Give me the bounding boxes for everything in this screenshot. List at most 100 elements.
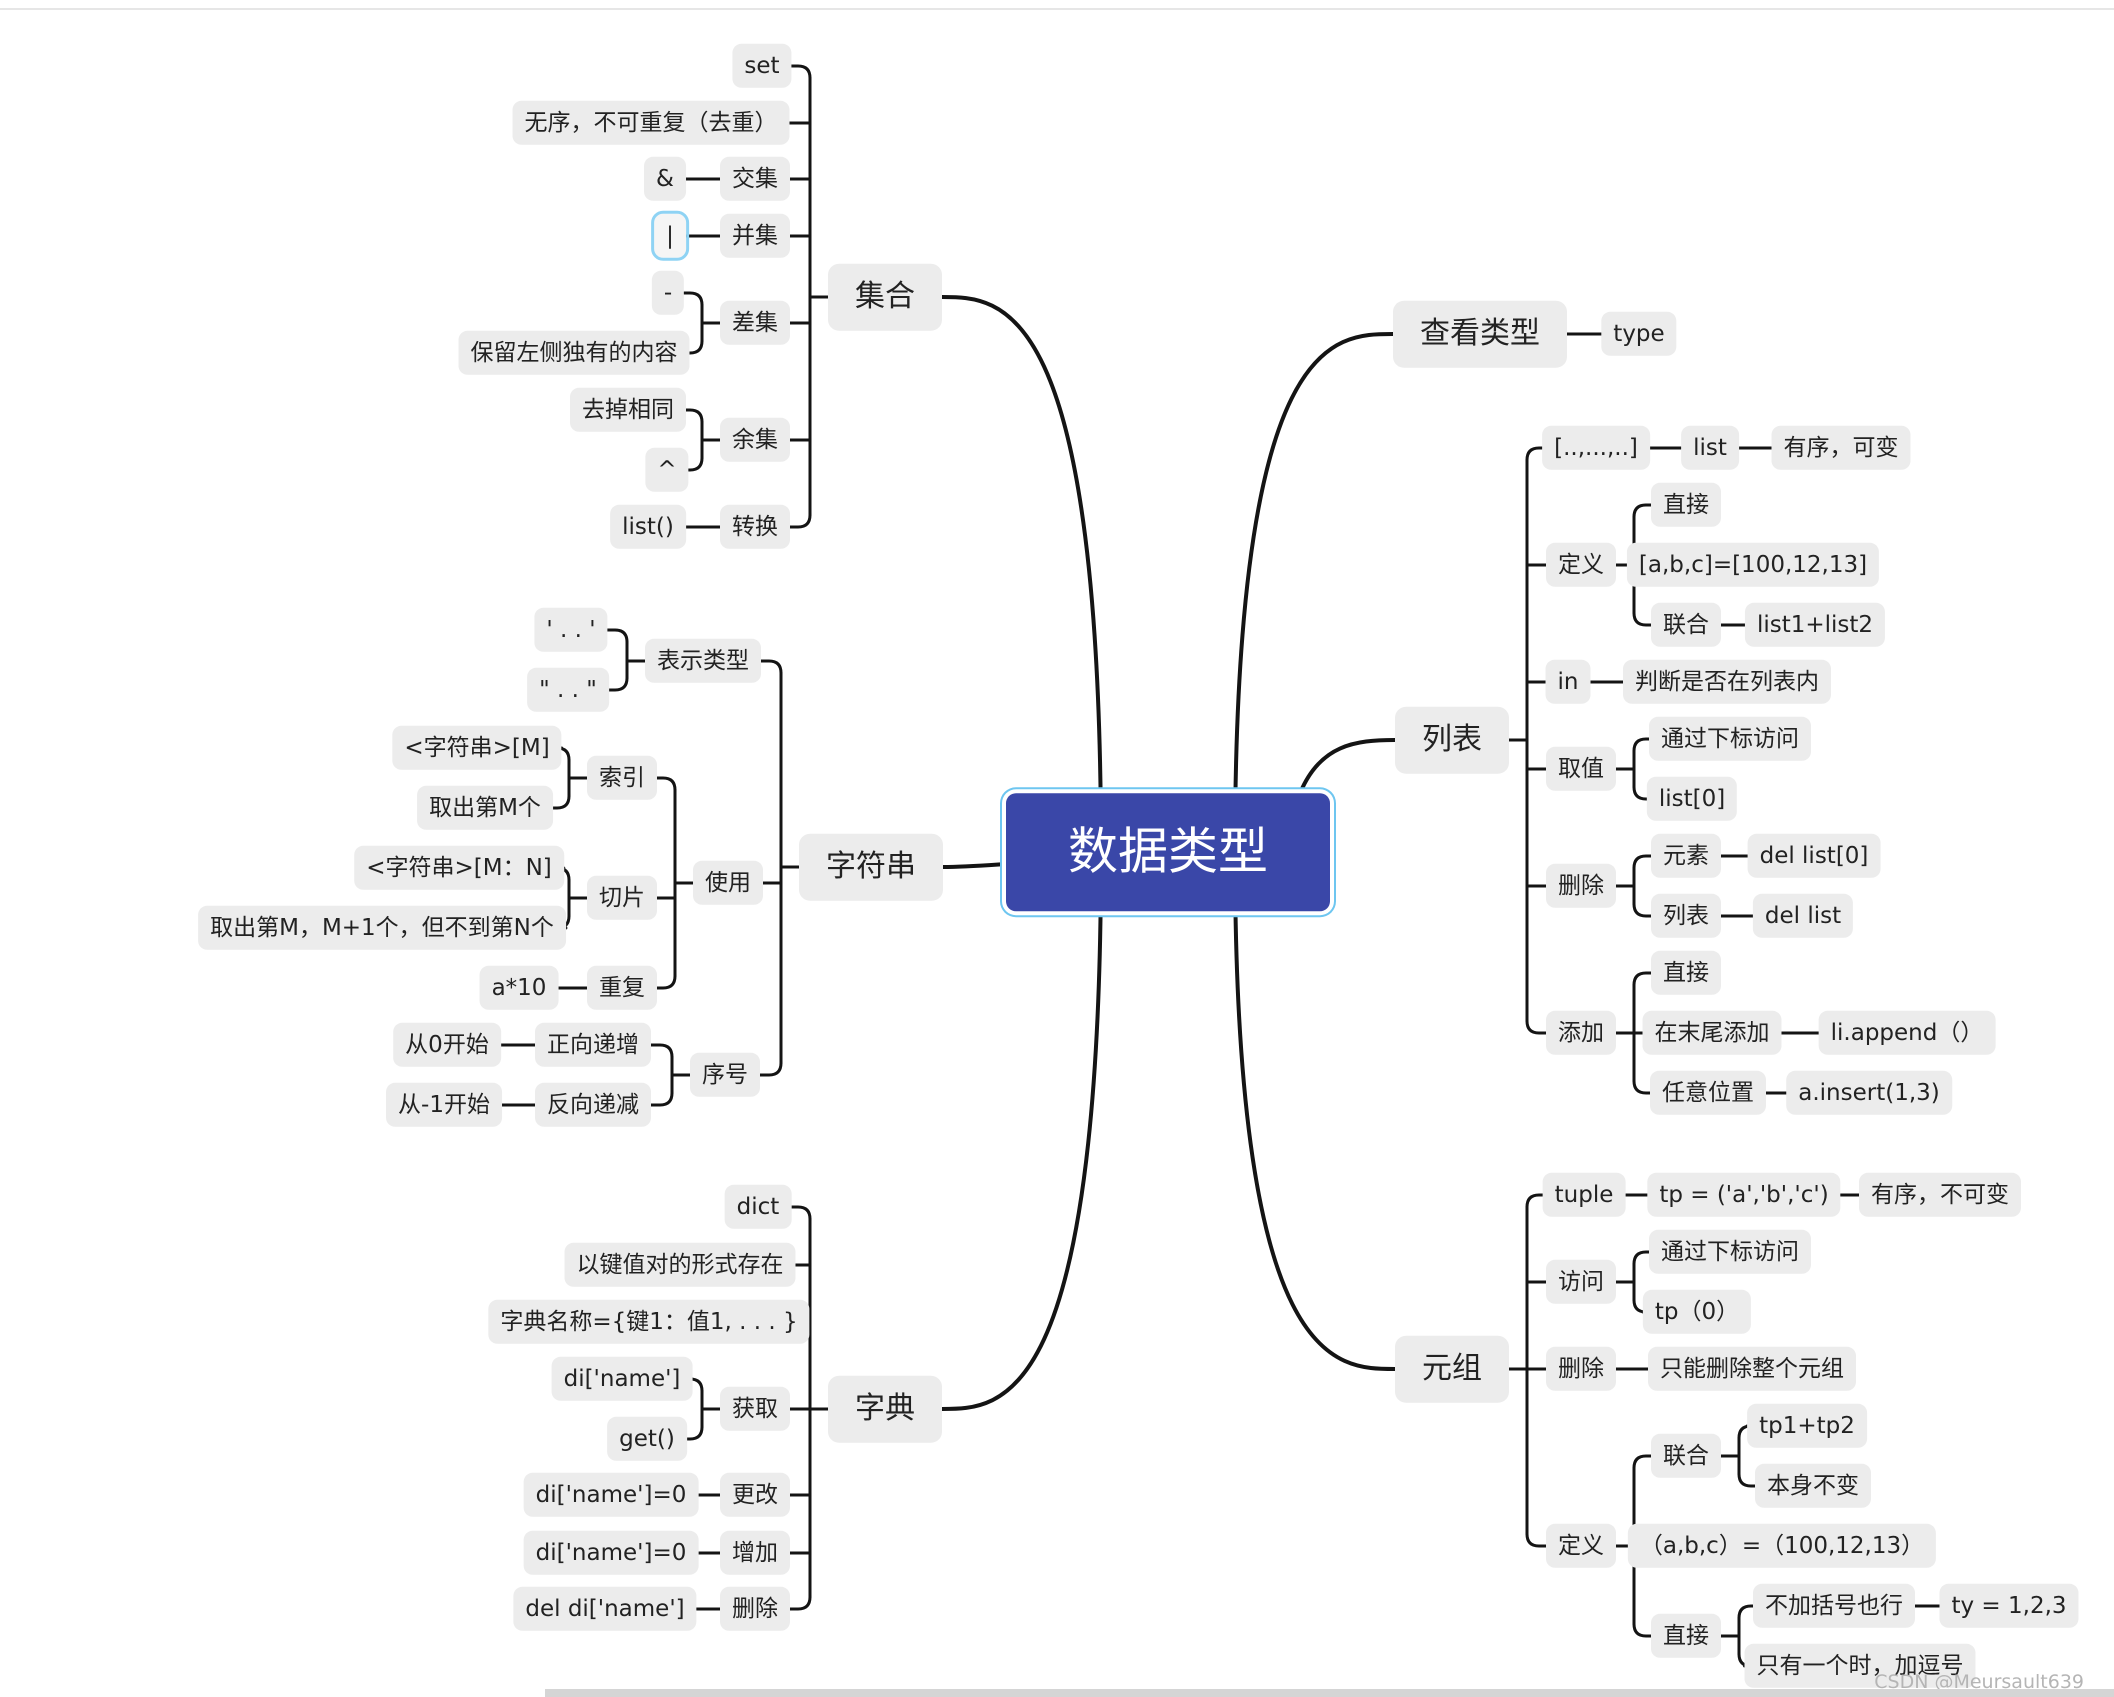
dict-keyvalue-node[interactable]: 以键值对的形式存在 (564, 1242, 796, 1288)
string-topic[interactable]: 字符串 (799, 833, 943, 901)
connector (1737, 1472, 1757, 1488)
string-slice-syntax-node[interactable]: <字符串>[M：N] (354, 845, 564, 891)
set-difference-node[interactable]: 差集 (720, 300, 790, 346)
string-repr-node[interactable]: 表示类型 (645, 638, 761, 684)
list-abc-node[interactable]: [a,b,c]=[100,12,13] (1626, 542, 1880, 588)
dict-syntax-node[interactable]: 字典名称={键1：值1, . . . } (488, 1299, 810, 1345)
string-seq-node[interactable]: 序号 (690, 1052, 760, 1098)
tuple-node[interactable]: tuple (1542, 1172, 1626, 1218)
connector (655, 974, 677, 990)
set-or-node[interactable]: | (651, 210, 689, 262)
string-double-quote-node[interactable]: " . . " (527, 667, 609, 713)
list-element-node[interactable]: 元素 (1651, 833, 1721, 879)
set-union-node[interactable]: 并集 (720, 213, 790, 259)
string-backward-node[interactable]: 反向递减 (535, 1082, 651, 1128)
list-add-end-node[interactable]: 在末尾添加 (1642, 1010, 1782, 1056)
list-del-list-node[interactable]: del list (1752, 893, 1854, 939)
string-slice-node[interactable]: 切片 (587, 875, 657, 921)
string-usage-node[interactable]: 使用 (693, 860, 763, 906)
tuple-define-code-node[interactable]: tp = ('a','b','c') (1647, 1172, 1841, 1218)
string-index-node[interactable]: 索引 (587, 755, 657, 801)
string-a10-node[interactable]: a*10 (479, 965, 559, 1011)
list-bracket-node[interactable]: [..,...,..] (1542, 425, 1650, 471)
set-xor-node[interactable]: ^ (645, 447, 689, 493)
list-append-node[interactable]: li.append（） (1818, 1010, 1996, 1056)
string-forward-node[interactable]: 正向递增 (535, 1022, 651, 1068)
set-unordered-node[interactable]: 无序，不可重复（去重） (512, 100, 790, 146)
dict-topic[interactable]: 字典 (828, 1375, 942, 1443)
dict-node[interactable]: dict (724, 1184, 792, 1230)
list-del-elem-node[interactable]: del list[0] (1747, 833, 1881, 879)
set-convert-node[interactable]: 转换 (720, 504, 790, 550)
dict-update-code-node[interactable]: di['name']=0 (523, 1472, 699, 1518)
dict-add-node[interactable]: 增加 (720, 1530, 790, 1576)
string-index-desc-node[interactable]: 取出第M个 (417, 785, 553, 831)
horizontal-scrollbar[interactable] (545, 1689, 2114, 1697)
set-node[interactable]: set (732, 43, 792, 89)
set-list-node[interactable]: list() (610, 504, 686, 550)
list-concat-node[interactable]: 联合 (1651, 602, 1721, 648)
set-intersection-node[interactable]: 交集 (720, 156, 790, 202)
list-direct-node[interactable]: 直接 (1651, 482, 1721, 528)
root-node[interactable]: 数据类型 (1006, 793, 1330, 911)
dict-delete-code-node[interactable]: del di['name'] (513, 1586, 697, 1632)
string-slice-desc-node[interactable]: 取出第M，M+1个，但不到第N个 (198, 905, 566, 951)
tuple-topic[interactable]: 元组 (1395, 1335, 1509, 1403)
connector (1632, 1454, 1653, 1470)
list-insert-node[interactable]: a.insert(1,3) (1786, 1070, 1952, 1116)
tuple-no-paren-node[interactable]: 不加括号也行 (1753, 1583, 1915, 1629)
string-from-neg1-node[interactable]: 从-1开始 (386, 1082, 502, 1128)
dict-get-method-node[interactable]: get() (607, 1416, 687, 1462)
set-complement-node[interactable]: 余集 (720, 417, 790, 463)
dict-index-node[interactable]: di['name'] (551, 1356, 693, 1402)
tuple-define-node[interactable]: 定义 (1546, 1523, 1616, 1569)
tuple-delete-desc-node[interactable]: 只能删除整个元组 (1648, 1346, 1856, 1392)
set-topic[interactable]: 集合 (828, 263, 942, 331)
tuple-ty-node[interactable]: ty = 1,2,3 (1939, 1583, 2079, 1629)
tuple-delete-node[interactable]: 删除 (1546, 1346, 1616, 1392)
tuple-concat-code-node[interactable]: tp1+tp2 (1747, 1403, 1867, 1449)
tuple-unchanged-node[interactable]: 本身不变 (1755, 1463, 1871, 1509)
list-index-node[interactable]: 通过下标访问 (1649, 716, 1811, 762)
string-from0-node[interactable]: 从0开始 (393, 1022, 501, 1068)
set-remove-same-node[interactable]: 去掉相同 (570, 387, 686, 433)
type-func-node[interactable]: type (1601, 311, 1677, 357)
tuple-index-node[interactable]: 通过下标访问 (1649, 1229, 1811, 1275)
list-topic[interactable]: 列表 (1395, 706, 1509, 774)
list-ordered-node[interactable]: 有序，可变 (1771, 425, 1911, 471)
dict-add-code-node[interactable]: di['name']=0 (523, 1530, 699, 1576)
tuple-single-comma-node[interactable]: 只有一个时，加逗号 (1744, 1643, 1976, 1689)
connector (941, 862, 1008, 869)
tuple-concat-node[interactable]: 联合 (1651, 1433, 1721, 1479)
list-in-node[interactable]: in (1545, 659, 1591, 705)
list-access-node[interactable]: 取值 (1546, 746, 1616, 792)
set-and-node[interactable]: & (644, 156, 686, 202)
list-index0-node[interactable]: list[0] (1646, 776, 1738, 822)
dict-delete-node[interactable]: 删除 (720, 1586, 790, 1632)
tuple-index0-node[interactable]: tp（0） (1642, 1289, 1752, 1335)
list-delete-node[interactable]: 删除 (1546, 863, 1616, 909)
list-concat-code-node[interactable]: list1+list2 (1744, 602, 1886, 648)
list-add-direct-node[interactable]: 直接 (1651, 950, 1721, 996)
list-whole-node[interactable]: 列表 (1651, 893, 1721, 939)
dict-get-node[interactable]: 获取 (720, 1386, 790, 1432)
list-add-node[interactable]: 添加 (1546, 1010, 1616, 1056)
tuple-abc-node[interactable]: （a,b,c）=（100,12,13） (1627, 1523, 1937, 1569)
list-add-any-node[interactable]: 任意位置 (1650, 1070, 1766, 1116)
tuple-access-node[interactable]: 访问 (1546, 1259, 1616, 1305)
set-minus-node[interactable]: - (651, 270, 685, 316)
tuple-ordered-node[interactable]: 有序，不可变 (1859, 1172, 2021, 1218)
list-in-desc-node[interactable]: 判断是否在列表内 (1623, 659, 1831, 705)
tuple-direct-node[interactable]: 直接 (1651, 1613, 1721, 1659)
dict-update-node[interactable]: 更改 (720, 1472, 790, 1518)
check-type-topic[interactable]: 查看类型 (1393, 300, 1567, 368)
list-name-node[interactable]: list (1681, 425, 1739, 471)
list-define-node[interactable]: 定义 (1546, 542, 1616, 588)
set-keep-left-node[interactable]: 保留左侧独有的内容 (458, 330, 690, 376)
connector (1632, 737, 1651, 753)
string-repeat-node[interactable]: 重复 (587, 965, 657, 1011)
connector (1632, 1622, 1653, 1638)
connector (1632, 902, 1653, 918)
string-index-syntax-node[interactable]: <字符串>[M] (392, 725, 562, 771)
string-single-quote-node[interactable]: ' . . ' (534, 607, 608, 653)
